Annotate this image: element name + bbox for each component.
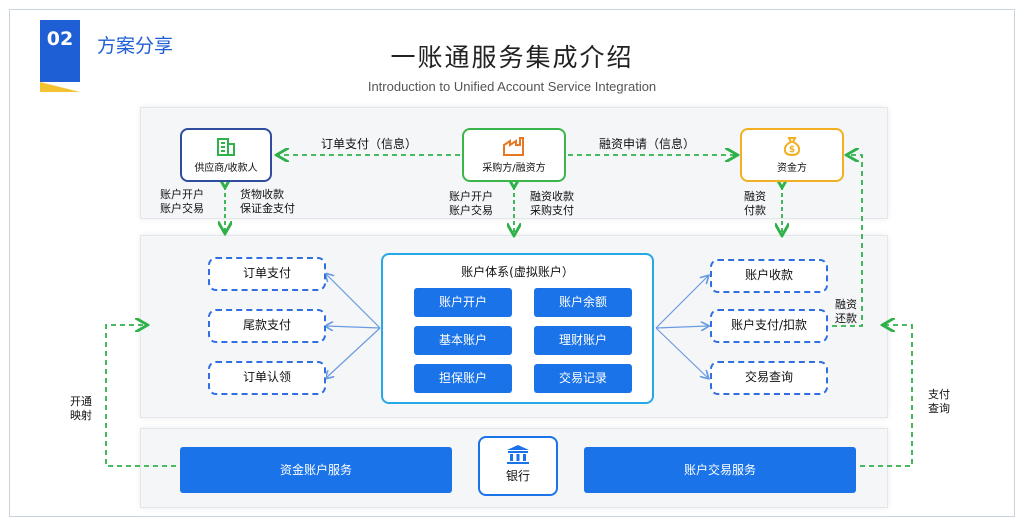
order-payment-info-label: 订单支付（信息） [321,137,418,151]
transaction-record-button[interactable]: 交易记录 [534,364,632,393]
supplier-open-label: 账户开户账户交易 [160,188,204,215]
section-title: 方案分享 [97,35,174,57]
page-subtitle: Introduction to Unified Account Service … [367,79,657,94]
flow-financing-repayment [832,155,863,327]
bank-icon [507,445,529,464]
account-system-title: 账户体系(虚拟账户） [461,265,574,279]
funder-label: 资金方 [777,163,807,174]
money-bag-icon: $ [783,137,801,157]
account-system: 账户体系(虚拟账户） 账户开户 账户余额 基本账户 理财账户 担保账户 交易记录 [381,253,654,404]
basic-account-button[interactable]: 基本账户 [414,326,512,355]
account-trade-service-bar[interactable]: 账户交易服务 [584,447,856,493]
balance-payment-box[interactable]: 尾款支付 [208,309,326,343]
payment-query-label: 支付查询 [928,388,950,415]
flow-open-mapping [105,325,176,467]
supplier-node[interactable]: 供应商/收款人 [180,128,272,182]
funder-finance-label: 融资付款 [744,190,766,217]
order-payment-box[interactable]: 订单支付 [208,257,326,291]
account-opening-button[interactable]: 账户开户 [414,288,512,317]
guarantee-account-button[interactable]: 担保账户 [414,364,512,393]
transaction-query-box[interactable]: 交易查询 [710,361,828,395]
fund-account-service-bar[interactable]: 资金账户服务 [180,447,452,493]
factory-icon [503,137,524,156]
open-mapping-label: 开通映射 [70,395,92,422]
svg-text:$: $ [789,145,795,155]
buyer-label: 采购方/融资方 [482,163,546,174]
supplier-label: 供应商/收款人 [194,163,258,174]
buyer-open-label: 账户开户账户交易 [449,190,493,217]
funder-node[interactable]: $ 资金方 [740,128,844,182]
bank-node[interactable]: 银行 [478,436,558,496]
order-claim-box[interactable]: 订单认领 [208,361,326,395]
financing-application-info-label: 融资申请（信息） [599,137,696,151]
goods-receive-label: 货物收款保证金支付 [240,188,295,215]
account-balance-button[interactable]: 账户余额 [534,288,632,317]
flow-payment-query [860,325,913,467]
account-receipt-box[interactable]: 账户收款 [710,259,828,293]
buyer-node[interactable]: 采购方/融资方 [462,128,566,182]
page-title: 一账通服务集成介绍 [390,43,634,72]
section-badge: 02 [40,20,80,92]
account-payment-deduction-box[interactable]: 账户支付/扣款 [710,309,828,343]
fan-right [655,276,708,378]
fan-left [326,274,381,378]
bank-label: 银行 [505,469,530,483]
section-number: 02 [46,28,74,50]
repay-label: 融资还款 [835,298,857,325]
financing-receive-label: 融资收款采购支付 [530,190,574,217]
building-icon [217,138,235,156]
wealth-account-button[interactable]: 理财账户 [534,326,632,355]
